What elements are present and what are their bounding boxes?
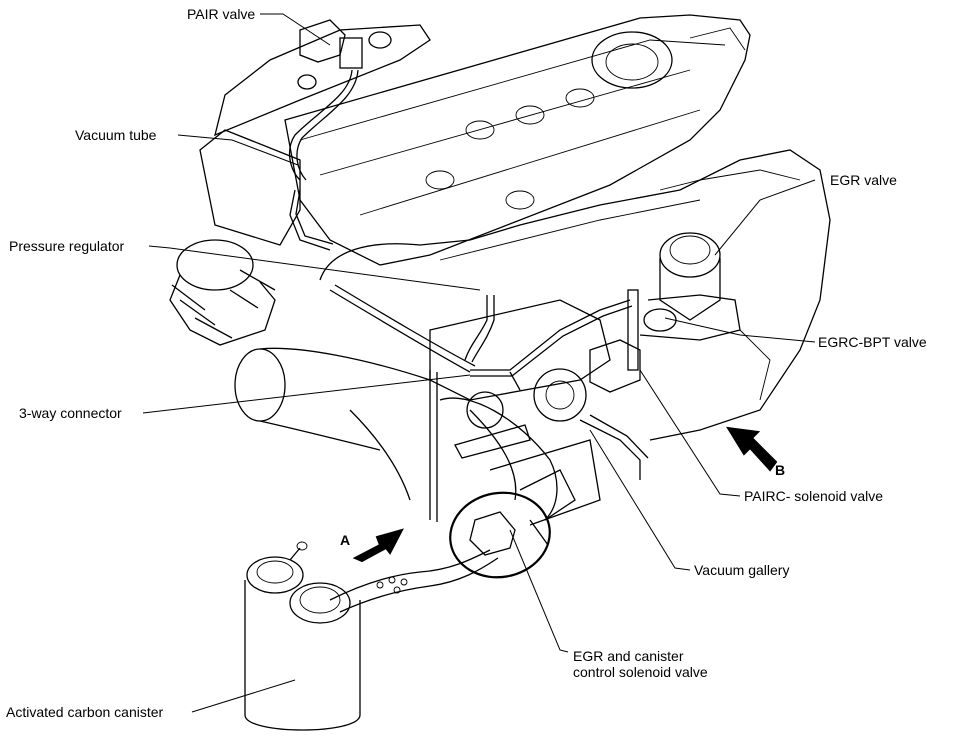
label-vacuum-gallery: Vacuum gallery: [694, 562, 790, 578]
front-cam-housing: [199, 19, 431, 251]
label-pressure-regulator: Pressure regulator: [9, 238, 125, 254]
view-arrow-b-label: B: [775, 462, 786, 478]
label-egrc-bpt-valve: EGRC-BPT valve: [818, 334, 927, 350]
label-pair-valve: PAIR valve: [187, 6, 256, 22]
label-egr-canister-solenoid-line2: control solenoid valve: [573, 664, 708, 680]
view-arrow-b: [726, 426, 778, 472]
label-vacuum-tube: Vacuum tube: [75, 127, 157, 143]
canister-hose: [329, 549, 499, 613]
leader-lines: [142, 13, 816, 713]
intake-manifold: [429, 299, 611, 526]
view-arrow-a: [352, 528, 404, 563]
valve-cover: [284, 14, 751, 266]
engine-block: [319, 149, 831, 521]
intake-tube: [234, 347, 431, 501]
label-egr-valve: EGR valve: [830, 172, 897, 188]
distributor: [169, 239, 276, 346]
label-egr-canister-solenoid-line1: EGR and canister: [573, 648, 684, 664]
carbon-canister: [244, 541, 361, 731]
label-activated-carbon-canister: Activated carbon canister: [6, 704, 164, 720]
egr-components: [589, 232, 741, 393]
view-arrow-a-label: A: [340, 532, 351, 548]
vacuum-hoses: [329, 284, 649, 522]
egr-canister-solenoid: [449, 469, 576, 579]
label-three-way-connector: 3-way connector: [19, 405, 122, 421]
label-pairc-solenoid-valve: PAIRC- solenoid valve: [744, 488, 884, 504]
